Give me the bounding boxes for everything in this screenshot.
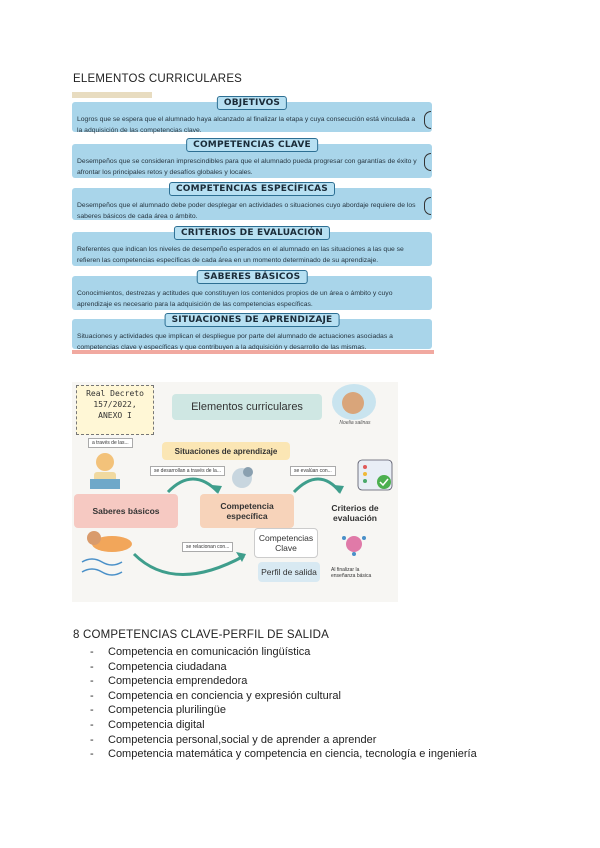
decorative-stripe xyxy=(72,350,434,354)
node-saberes-basicos: Saberes básicos xyxy=(74,494,178,528)
list-item-text: Competencia ciudadana xyxy=(108,661,227,673)
node-competencia-especifica: Competencia específica xyxy=(200,494,294,528)
item-title: SITUACIONES DE APRENDIZAJE xyxy=(165,313,340,327)
network-icon xyxy=(342,536,366,556)
item-description: Referentes que indican los niveles de de… xyxy=(77,244,418,266)
bullet-dash-icon: - xyxy=(90,718,94,733)
bracket-icon xyxy=(424,111,431,129)
arrow-to-competencias-clave xyxy=(134,554,244,575)
bullet-dash-icon: - xyxy=(90,703,94,718)
list-item: - Competencia plurilingüe xyxy=(90,703,477,718)
note-right: se evalúan con... xyxy=(290,466,336,476)
curricular-elements-diagram: Real Decreto 157/2022, ANEXO I Elementos… xyxy=(72,382,398,602)
note-bottom: se relacionan con... xyxy=(182,542,233,552)
item-competencias-especificas: COMPETENCIAS ESPECÍFICAS Desempeños que … xyxy=(72,188,432,220)
document-title: ELEMENTOS CURRICULARES xyxy=(73,73,242,85)
list-item: - Competencia en conciencia y expresión c… xyxy=(90,689,477,704)
item-description: Desempeños que el alumnado debe poder de… xyxy=(77,200,418,222)
arrow-saberes-to-competencia xyxy=(168,479,218,492)
item-title: COMPETENCIAS ESPECÍFICAS xyxy=(169,182,335,196)
node-criterios-evaluacion: Criterios de evaluación xyxy=(324,496,386,530)
perfil-note: Al finalizar la enseñanza básica xyxy=(328,566,382,580)
bullet-dash-icon: - xyxy=(90,689,94,704)
list-item-text: Competencia digital xyxy=(108,719,205,731)
item-description: Desempeños que se consideran imprescindi… xyxy=(77,156,418,178)
item-title: CRITERIOS DE EVALUACIÓN xyxy=(174,226,330,240)
item-title: COMPETENCIAS CLAVE xyxy=(186,138,318,152)
list-item: - Competencia digital xyxy=(90,718,477,733)
item-title: SABERES BÁSICOS xyxy=(197,270,308,284)
item-description: Logros que se espera que el alumnado hay… xyxy=(77,114,418,136)
curricular-elements-infographic: OBJETIVOS Logros que se espera que el al… xyxy=(72,92,434,354)
list-item: - Competencia emprendedora xyxy=(90,674,477,689)
list-item-text: Competencia emprendedora xyxy=(108,675,247,687)
item-competencias-clave: COMPETENCIAS CLAVE Desempeños que se con… xyxy=(72,144,432,178)
bracket-icon xyxy=(424,197,431,215)
list-item-text: Competencia personal,social y de aprende… xyxy=(108,734,376,746)
child-reading-icon xyxy=(82,531,132,575)
list-item-text: Competencia matemática y competencia en … xyxy=(108,748,477,760)
bracket-icon xyxy=(424,153,431,171)
list-item: - Competencia ciudadana xyxy=(90,660,477,675)
bullet-dash-icon: - xyxy=(90,674,94,689)
item-situaciones-aprendizaje: SITUACIONES DE APRENDIZAJE Situaciones y… xyxy=(72,319,432,349)
item-title: OBJETIVOS xyxy=(217,96,287,110)
list-item-text: Competencia en conciencia y expresión cu… xyxy=(108,690,341,702)
reading-student-icon xyxy=(90,453,120,489)
list-item-text: Competencia en comunicación lingüística xyxy=(108,646,310,658)
note-left: se desarrollan a través de la... xyxy=(150,466,225,476)
bullet-dash-icon: - xyxy=(90,645,94,660)
competencias-list: - Competencia en comunicación lingüística… xyxy=(90,645,477,762)
bullet-dash-icon: - xyxy=(90,747,94,762)
note-top: a través de las... xyxy=(88,438,133,448)
competencias-section-title: 8 COMPETENCIAS CLAVE-PERFIL DE SALIDA xyxy=(73,629,329,641)
brain-gear-icon xyxy=(232,467,253,488)
node-perfil-salida: Perfil de salida xyxy=(258,562,320,582)
item-saberes-basicos: SABERES BÁSICOS Conocimientos, destrezas… xyxy=(72,276,432,310)
tape-decoration xyxy=(72,92,152,98)
item-objetivos: OBJETIVOS Logros que se espera que el al… xyxy=(72,102,432,132)
list-item: - Competencia en comunicación lingüística xyxy=(90,645,477,660)
arrow-competencia-to-criterios xyxy=(294,479,340,492)
list-item: - Competencia matemática y competencia en… xyxy=(90,747,477,762)
item-description: Conocimientos, destrezas y actitudes que… xyxy=(77,288,418,310)
node-competencias-clave: Competencias Clave xyxy=(254,528,318,558)
bullet-dash-icon: - xyxy=(90,660,94,675)
list-item: - Competencia personal,social y de aprend… xyxy=(90,733,477,748)
node-situaciones-aprendizaje: Situaciones de aprendizaje xyxy=(162,442,290,460)
list-item-text: Competencia plurilingüe xyxy=(108,704,226,716)
bullet-dash-icon: - xyxy=(90,733,94,748)
item-criterios-evaluacion: CRITERIOS DE EVALUACIÓN Referentes que i… xyxy=(72,232,432,266)
checklist-icon xyxy=(358,460,392,490)
